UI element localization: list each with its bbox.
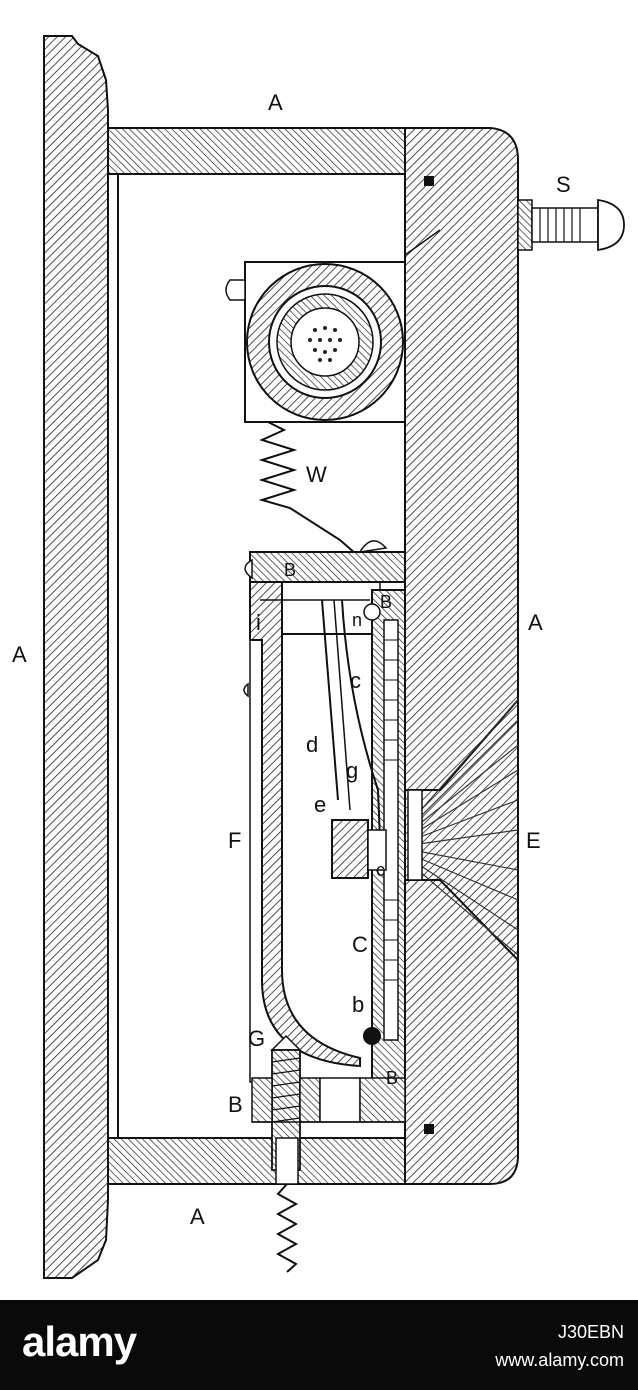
- label-g: g: [346, 758, 358, 783]
- mouthpiece-funnel: [411, 699, 519, 956]
- label-b: b: [352, 992, 364, 1017]
- label-c-upper: c: [350, 668, 361, 693]
- label-n: n: [352, 610, 362, 630]
- alamy-logo: alamy: [22, 1318, 137, 1365]
- label-e: e: [314, 792, 326, 817]
- label-B-upper: B: [284, 560, 296, 580]
- label-c-lower: c: [376, 860, 385, 880]
- label-A-left: A: [12, 642, 27, 667]
- label-E: E: [526, 828, 541, 853]
- bracket-B-lower: [251, 1077, 273, 1123]
- housing-F: [249, 581, 361, 1068]
- label-A-right: A: [528, 610, 543, 635]
- spring-c: [341, 599, 381, 841]
- label-B-right: B: [380, 592, 392, 612]
- image-id: J30EBN: [557, 1322, 624, 1342]
- backboard-A: [43, 35, 109, 1279]
- label-B-lower-right: B: [386, 1068, 398, 1088]
- label-S: S: [556, 172, 571, 197]
- label-F: F: [228, 828, 241, 853]
- bottom-spring: [275, 1183, 299, 1273]
- label-G: G: [248, 1026, 265, 1051]
- carbon-block-e: [331, 819, 369, 879]
- top-frame-bar: [107, 127, 437, 175]
- label-A-top: A: [268, 90, 283, 115]
- bracket-B-upper: [249, 551, 406, 583]
- front-case-A: [404, 127, 519, 1185]
- label-i: i: [256, 610, 261, 635]
- watermark-bar: alamy J30EBN www.alamy.com: [0, 1300, 638, 1390]
- label-B-lower-left: B: [228, 1092, 243, 1117]
- label-d: d: [306, 732, 318, 757]
- spring-d: [321, 599, 339, 801]
- label-C: C: [352, 932, 368, 957]
- binding-screw-S: [517, 198, 625, 252]
- site-url: www.alamy.com: [495, 1350, 624, 1370]
- spring-W: [258, 421, 357, 555]
- label-W: W: [306, 462, 327, 487]
- induction-coil: [225, 261, 406, 423]
- label-A-bottom: A: [190, 1204, 205, 1229]
- transmitter-cross-section-diagram: A A A A S W B B i n c d g e c F E C b G …: [12, 35, 625, 1279]
